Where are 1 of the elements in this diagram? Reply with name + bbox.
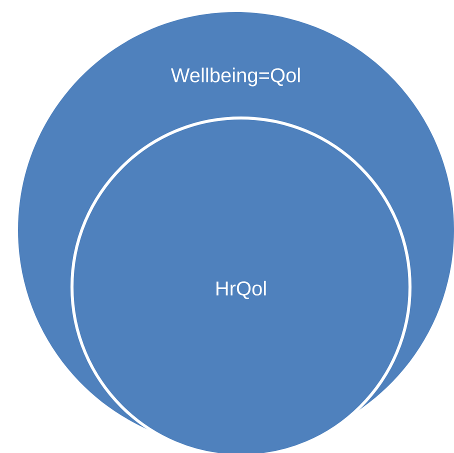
node-label: HrQol	[216, 280, 266, 300]
